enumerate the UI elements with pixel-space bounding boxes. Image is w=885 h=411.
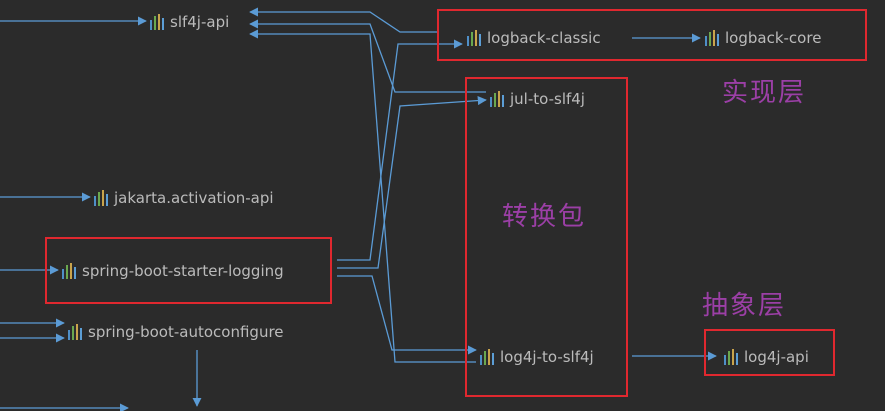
node-logback-classic[interactable]: logback-classic: [467, 28, 601, 48]
module-icon: [62, 263, 76, 279]
module-icon: [68, 324, 82, 340]
node-label: log4j-api: [744, 348, 809, 366]
node-label: log4j-to-slf4j: [500, 348, 594, 366]
box-implementation-layer: [437, 9, 867, 61]
node-label: spring-boot-starter-logging: [82, 262, 284, 280]
box-abstraction-layer: [704, 329, 835, 376]
node-spring-boot-autoconfigure[interactable]: spring-boot-autoconfigure: [68, 322, 284, 342]
edge-starter-logging-to-log4j-to-slf4j: [337, 275, 477, 355]
edge-logback-classic-to-slf4j-api: [249, 7, 438, 33]
module-icon: [150, 14, 164, 30]
node-label: jakarta.activation-api: [114, 189, 274, 207]
edge-starter-logging-to-logback-classic: [337, 39, 463, 261]
box-bridge-packages: [465, 77, 628, 397]
module-icon: [480, 349, 494, 365]
node-logback-core[interactable]: logback-core: [705, 28, 821, 48]
module-icon: [94, 190, 108, 206]
module-icon: [467, 30, 481, 46]
node-jakarta-activation-api[interactable]: jakarta.activation-api: [94, 188, 274, 208]
module-icon: [724, 349, 738, 365]
node-label: slf4j-api: [170, 13, 230, 31]
node-label: spring-boot-autoconfigure: [88, 323, 284, 341]
node-log4j-to-slf4j[interactable]: log4j-to-slf4j: [480, 347, 594, 367]
annotation-implementation-layer: 实现层: [722, 78, 807, 108]
node-jul-to-slf4j[interactable]: jul-to-slf4j: [490, 89, 585, 109]
node-slf4j-api[interactable]: slf4j-api: [150, 12, 229, 32]
node-label: logback-core: [725, 29, 822, 47]
module-icon: [490, 91, 504, 107]
annotation-bridge-packages: 转换包: [502, 202, 587, 232]
node-label: jul-to-slf4j: [510, 90, 585, 108]
node-spring-boot-starter-logging[interactable]: spring-boot-starter-logging: [62, 261, 284, 281]
node-label: logback-classic: [487, 29, 601, 47]
node-log4j-api[interactable]: log4j-api: [724, 347, 809, 367]
annotation-abstraction-layer: 抽象层: [702, 291, 787, 321]
edge-jul-to-slf4j-to-slf4j-api: [249, 19, 486, 93]
edge-log4j-to-slf4j-to-slf4j-api: [249, 29, 476, 363]
module-icon: [705, 30, 719, 46]
edge-starter-logging-to-jul-to-slf4j: [337, 96, 487, 269]
box-spring-boot-starter-logging: [45, 237, 332, 304]
